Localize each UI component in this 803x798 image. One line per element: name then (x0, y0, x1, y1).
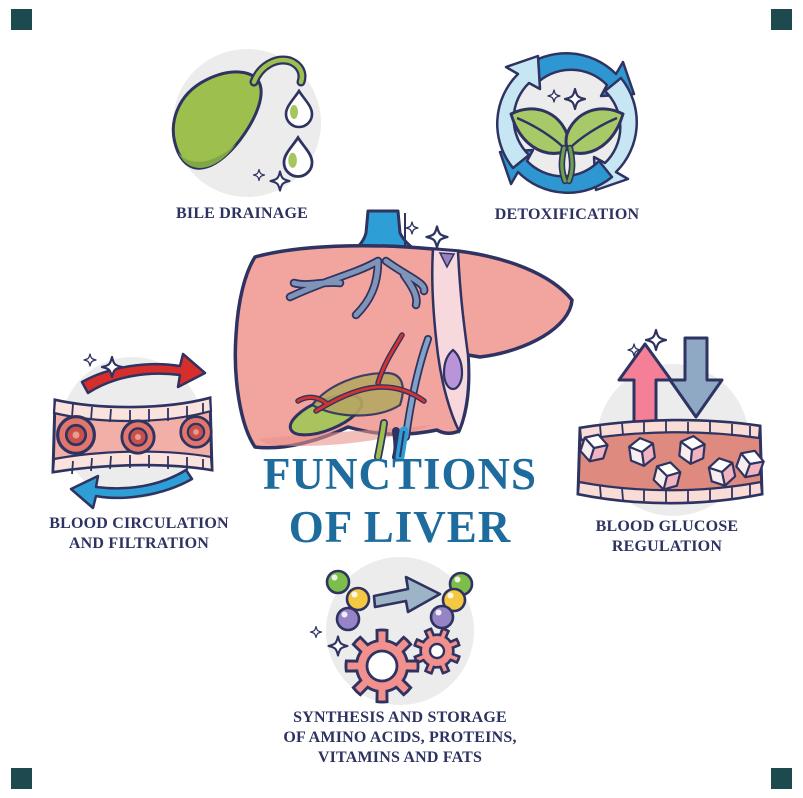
red-blood-cell-icon (120, 419, 156, 455)
hepatic-artery (296, 333, 426, 413)
molecule-purple (335, 606, 361, 632)
molecule-purple (429, 604, 455, 630)
corner-mark-bottom-left (11, 768, 32, 789)
sparkle-icon (83, 353, 97, 367)
corner-mark-top-right (771, 9, 792, 30)
molecule-green (325, 569, 351, 595)
sparkle-icon (425, 225, 449, 249)
sparkle-icon (405, 221, 419, 235)
corner-mark-top-left (11, 9, 32, 30)
gallbladder-shade (178, 144, 236, 168)
vessel-wall-top (52, 396, 213, 423)
red-blood-cell-icon (56, 415, 96, 455)
round-ligament-teardrop (442, 348, 464, 391)
portal-vein (403, 336, 431, 440)
up-arrow-pink (617, 342, 673, 428)
hepatic-veins (287, 258, 427, 318)
stems (560, 146, 574, 183)
bile-duct (251, 57, 305, 85)
vessel-wall-bottom (576, 480, 764, 505)
synthesis-storage-label: SYNTHESIS AND STORAGE OF AMINO ACIDS, PR… (283, 709, 517, 766)
process-arrow (372, 575, 442, 614)
diagram-title: FUNCTIONS OF LIVER (262, 449, 538, 552)
bile-drainage-label: BILE DRAINAGE (176, 205, 308, 222)
common-bile-duct (375, 420, 387, 460)
blood-glucose-label: BLOOD GLUCOSE REGULATION (595, 518, 739, 555)
flow-arrow-left-blue (69, 468, 194, 510)
ligament-notch (438, 252, 456, 269)
vessel-wall-top (578, 419, 762, 442)
leaf-veins (516, 116, 618, 149)
vessel-wall-bottom (51, 450, 214, 474)
vessel-sugar-cubes-arrows-icon (576, 328, 768, 516)
icon-circle-bg (507, 63, 627, 183)
wall-ticks (71, 403, 204, 475)
wall-ticks (599, 421, 751, 502)
detoxification-label: DETOXIFICATION (494, 206, 640, 223)
sparkle-icon (309, 625, 323, 639)
corner-mark-bottom-right (771, 768, 792, 789)
liver-anatomy-illustration (233, 209, 574, 461)
cycle-arrows-sprout-icon (495, 51, 639, 195)
gallbladder-bile-drops-icon (171, 49, 321, 197)
gear-small-hole (428, 642, 446, 660)
down-arrow-slate (668, 336, 724, 419)
red-blood-cell-icon (179, 415, 213, 449)
leaf-right (564, 107, 625, 155)
gears-molecules-arrow-icon (309, 557, 474, 705)
blood-circulation-label: BLOOD CIRCULATION AND FILTRATION (49, 515, 229, 552)
portal-trunk-line (399, 430, 405, 458)
liver-shade (258, 425, 433, 446)
molecule-yellow (345, 586, 371, 612)
gear-large-hole (365, 649, 399, 683)
blood-vessel-flow-arrows-icon (51, 352, 214, 510)
